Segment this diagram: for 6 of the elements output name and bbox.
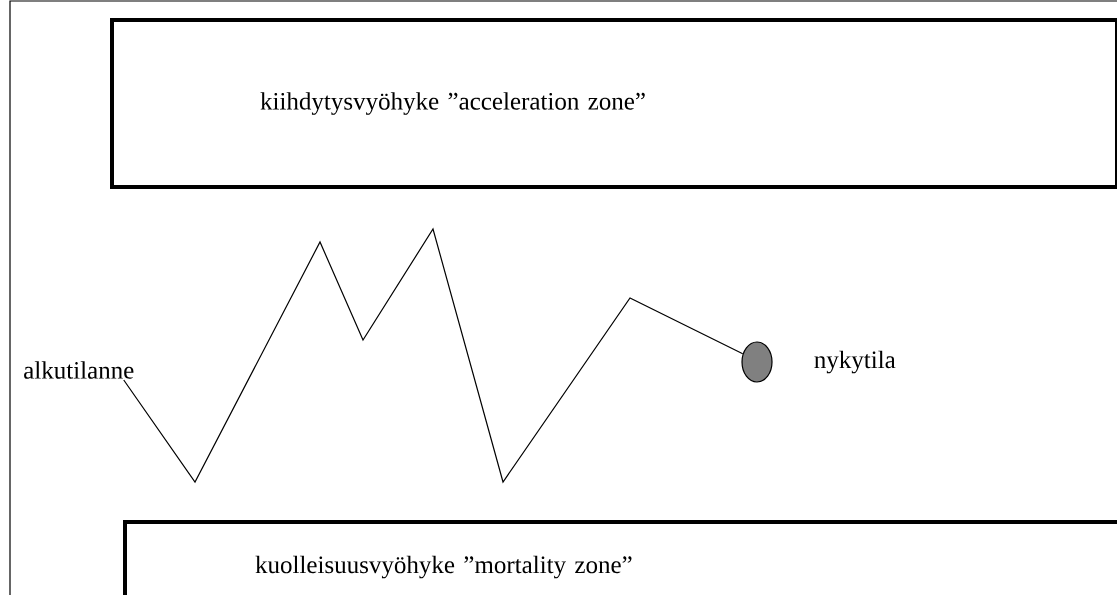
start-label: alkutilanne bbox=[24, 361, 134, 379]
zigzag-line bbox=[123, 227, 744, 484]
state-ellipse bbox=[741, 341, 773, 383]
zone-box: kiihdytysvyöhyke ”acceleration zone” bbox=[110, 18, 1117, 189]
zone-box: kuolleisuusvyöhyke ”mortality zone” bbox=[123, 520, 1117, 595]
state-label: nykytila bbox=[814, 350, 896, 374]
